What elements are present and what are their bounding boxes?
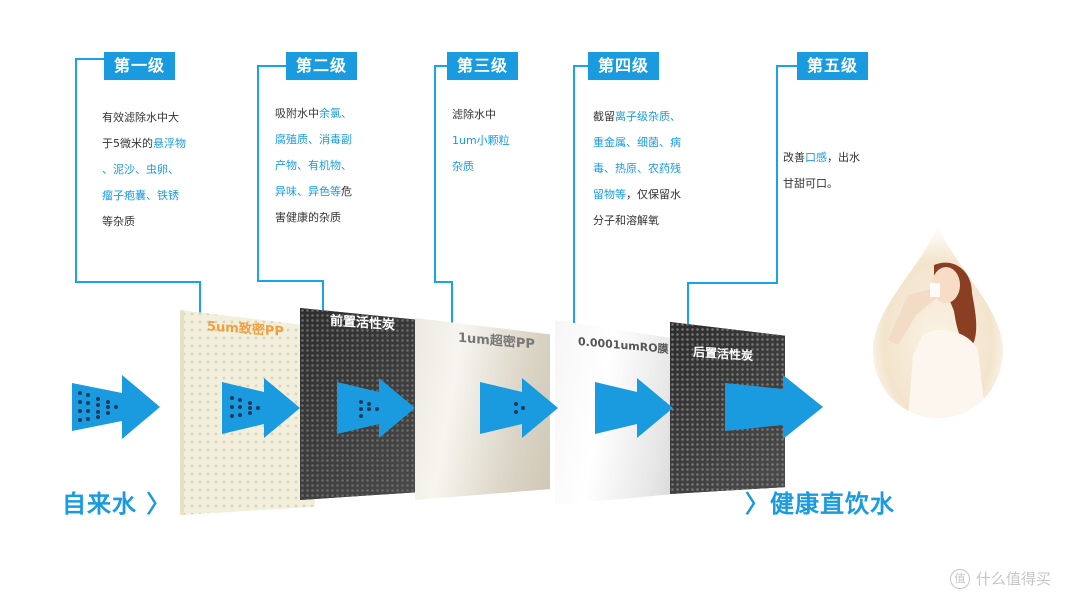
highlighted-text: 产物、有机物、	[275, 159, 352, 172]
connector-line-2	[257, 65, 287, 67]
highlighted-text: 腐殖质、消毒副	[275, 133, 352, 146]
water-drop-woman-drinking-image	[868, 225, 1008, 420]
level-2-description: 吸附水中余氯、腐殖质、消毒副产物、有机物、异味、异色等危害健康的杂质	[275, 101, 352, 231]
highlighted-text: 1um小颗粒	[452, 134, 510, 147]
connector-line-5	[776, 65, 798, 67]
description-text: 有效滤除水中大	[102, 111, 179, 124]
highlighted-text: 异味、异色等	[275, 185, 341, 198]
description-text: 于5微米的	[102, 137, 153, 150]
description-text: 害健康的杂质	[275, 211, 341, 224]
connector-line-2	[257, 280, 324, 282]
description-line: 、泥沙、虫卵、	[102, 157, 186, 183]
connector-line-2	[257, 65, 259, 281]
level-4-description: 截留离子级杂质、重金属、细菌、病毒、热原、农药残留物等，仅保留水分子和溶解氧	[593, 104, 681, 234]
connector-line-5	[687, 282, 778, 284]
level-4-badge: 第四级	[588, 52, 660, 80]
description-line: 害健康的杂质	[275, 205, 352, 231]
watermark: 值 什么值得买	[950, 568, 1051, 589]
highlighted-text: 离子级杂质、	[615, 110, 681, 123]
highlighted-text: 留物等	[593, 188, 626, 201]
highlighted-text: 余氯、	[319, 107, 352, 120]
connector-line-4	[573, 65, 575, 341]
output-drinking-water-label: 〉健康直饮水	[745, 490, 895, 518]
connector-line-3	[434, 281, 453, 283]
highlighted-text: 悬浮物	[153, 137, 186, 150]
highlighted-text: 、泥沙、虫卵、	[102, 163, 179, 176]
watermark-logo-icon: 值	[950, 568, 970, 589]
description-text: 等杂质	[102, 215, 135, 228]
flow-arrow-2	[337, 378, 417, 438]
connector-line-4	[573, 65, 589, 67]
description-line: 腐殖质、消毒副	[275, 127, 352, 153]
description-line: 产物、有机物、	[275, 153, 352, 179]
connector-line-1	[75, 58, 77, 283]
level-5-badge: 第五级	[797, 52, 869, 80]
output-water-arrow	[725, 375, 825, 439]
level-5-description: 改善口感，出水甘甜可口。	[783, 145, 860, 197]
description-text: 改善	[783, 151, 805, 164]
highlighted-text: 口感	[805, 151, 827, 164]
description-line: 改善口感，出水	[783, 145, 860, 171]
description-text: 滤除水中	[452, 108, 496, 121]
description-line: 等杂质	[102, 209, 186, 235]
level-2-badge: 第二级	[286, 52, 358, 80]
connector-line-5	[776, 65, 778, 284]
level-3-badge: 第三级	[447, 52, 519, 80]
description-text: 分子和溶解氧	[593, 214, 659, 227]
input-water-arrow	[72, 375, 162, 439]
input-tap-water-label: 自来水 〉	[62, 490, 172, 518]
description-text: 危	[341, 185, 352, 198]
highlighted-text: 重金属、细菌、病	[593, 136, 681, 149]
connector-line-3	[451, 281, 453, 336]
description-text: 吸附水中	[275, 107, 319, 120]
description-line: 重金属、细菌、病	[593, 130, 681, 156]
description-line: 1um小颗粒	[452, 128, 510, 154]
connector-line-2	[322, 280, 324, 320]
description-line: 吸附水中余氯、	[275, 101, 352, 127]
flow-arrow-1	[222, 378, 302, 438]
description-text: ，仅保留水	[626, 188, 681, 201]
flow-arrow-3	[480, 378, 560, 438]
description-text: ，出水	[827, 151, 860, 164]
connector-line-1	[199, 281, 201, 326]
description-line: 有效滤除水中大	[102, 105, 186, 131]
description-line: 毒、热原、农药残	[593, 156, 681, 182]
description-line: 杂质	[452, 154, 510, 180]
description-line: 分子和溶解氧	[593, 208, 681, 234]
flow-arrow-4	[595, 378, 675, 438]
description-text: 截留	[593, 110, 615, 123]
connector-line-3	[434, 65, 448, 67]
description-line: 留物等，仅保留水	[593, 182, 681, 208]
description-line: 甘甜可口。	[783, 171, 860, 197]
connector-line-1	[75, 58, 105, 60]
description-line: 异味、异色等危	[275, 179, 352, 205]
description-line: 滤除水中	[452, 102, 510, 128]
watermark-text: 什么值得买	[976, 570, 1052, 588]
level-3-description: 滤除水中 1um小颗粒杂质	[452, 102, 510, 180]
highlighted-text: 瘤子疱囊、铁锈	[102, 189, 179, 202]
level-1-description: 有效滤除水中大于5微米的悬浮物、泥沙、虫卵、瘤子疱囊、铁锈等杂质	[102, 105, 186, 235]
highlighted-text: 毒、热原、农药残	[593, 162, 681, 175]
description-text: 甘甜可口。	[783, 177, 838, 190]
highlighted-text: 杂质	[452, 160, 474, 173]
description-line: 瘤子疱囊、铁锈	[102, 183, 186, 209]
description-line: 截留离子级杂质、	[593, 104, 681, 130]
connector-line-3	[434, 65, 436, 282]
connector-line-5	[687, 282, 689, 350]
level-1-badge: 第一级	[104, 52, 176, 80]
description-line: 于5微米的悬浮物	[102, 131, 186, 157]
connector-line-1	[75, 281, 201, 283]
